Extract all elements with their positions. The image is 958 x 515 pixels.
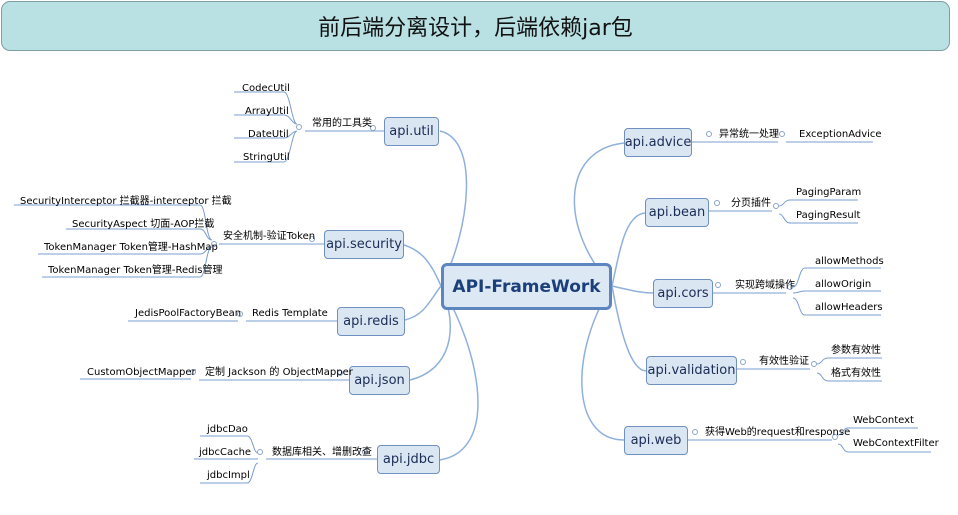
branch-label-util: 常用的工具类 bbox=[312, 118, 372, 129]
toggle-json-children[interactable] bbox=[190, 369, 196, 375]
toggle-util-children[interactable] bbox=[296, 124, 302, 130]
leaf-tokenmanager-hashmap: TokenManager Token管理-HashMap bbox=[44, 242, 218, 253]
node-api-validation[interactable]: api.validation bbox=[646, 356, 737, 385]
toggle-redis-children[interactable] bbox=[237, 311, 243, 317]
branch-label-jdbc: 数据库相关、增删改查 bbox=[272, 447, 372, 458]
leaf-codecutil: CodecUtil bbox=[242, 83, 290, 94]
leaf-stringutil: StringUtil bbox=[243, 152, 290, 163]
leaf-jedispoolfactorybean: JedisPoolFactoryBean bbox=[135, 308, 242, 319]
branch-label-json: 定制 Jackson 的 ObjectMapper bbox=[205, 367, 353, 378]
leaf-securityinterceptor: SecurityInterceptor 拦截器-interceptor 拦截 bbox=[20, 196, 232, 207]
leaf-jdbcimpl: jdbcImpl bbox=[207, 470, 250, 481]
branch-label-validation: 有效性验证 bbox=[759, 356, 809, 367]
toggle-advice-children[interactable] bbox=[779, 131, 785, 137]
branch-label-cors: 实现跨域操作 bbox=[735, 280, 795, 291]
branch-label-security: 安全机制-验证Token bbox=[223, 231, 316, 242]
toggle-bean-node[interactable] bbox=[714, 200, 720, 206]
leaf-jdbccache: jdbcCache bbox=[199, 447, 252, 458]
leaf-arrayutil: ArrayUtil bbox=[245, 106, 289, 117]
connector-api-web bbox=[581, 285, 625, 441]
connector-api-redis bbox=[404, 285, 442, 321]
toggle-jdbc-children[interactable] bbox=[257, 449, 263, 455]
toggle-cors-children[interactable] bbox=[787, 284, 793, 290]
branch-label-redis: Redis Template bbox=[252, 308, 328, 319]
leaf-webcontextfilter: WebContextFilter bbox=[853, 438, 939, 449]
leaf-jdbcdao: jdbcDao bbox=[207, 424, 248, 435]
connector-api-security bbox=[403, 244, 442, 287]
connector-api-jdbc bbox=[439, 285, 479, 461]
leaf-tokenmanager-redis: TokenManager Token管理-Redis管理 bbox=[48, 265, 223, 276]
leaf-pagingparam: PagingParam bbox=[796, 187, 862, 198]
leaf-customobjectmapper: CustomObjectMapper bbox=[87, 367, 196, 378]
toggle-web-node[interactable] bbox=[692, 429, 698, 435]
toggle-jdbc-node[interactable] bbox=[362, 449, 368, 455]
central-node[interactable]: API-FrameWork bbox=[441, 263, 612, 310]
toggle-validation-children[interactable] bbox=[811, 361, 817, 367]
node-api-jdbc[interactable]: api.jdbc bbox=[377, 445, 440, 474]
node-api-security[interactable]: api.security bbox=[324, 230, 404, 259]
title-banner: 前后端分离设计，后端依赖jar包 bbox=[1, 1, 950, 51]
node-api-json[interactable]: api.json bbox=[349, 366, 410, 395]
toggle-json-node[interactable] bbox=[337, 370, 343, 376]
leaf-pagingresult: PagingResult bbox=[796, 210, 861, 221]
leaf-allowmethods: allowMethods bbox=[815, 256, 884, 267]
toggle-validation-node[interactable] bbox=[740, 359, 746, 365]
branch-label-advice: 异常统一处理 bbox=[719, 129, 779, 140]
node-api-advice[interactable]: api.advice bbox=[624, 128, 692, 157]
toggle-advice-node[interactable] bbox=[706, 131, 712, 137]
page-title: 前后端分离设计，后端依赖jar包 bbox=[318, 16, 633, 41]
connector-api-bean bbox=[611, 212, 646, 287]
connector-api-cors bbox=[611, 285, 654, 294]
leaf-allowheaders: allowHeaders bbox=[815, 302, 883, 313]
connector-api-validation bbox=[611, 285, 647, 372]
branch-label-web: 获得Web的request和response bbox=[705, 427, 851, 438]
leaf-exceptionadvice: ExceptionAdvice bbox=[799, 129, 882, 140]
node-api-bean[interactable]: api.bean bbox=[645, 198, 709, 227]
leaf-webcontext: WebContext bbox=[853, 415, 914, 426]
toggle-security-children[interactable] bbox=[211, 241, 217, 247]
leaf-param-validity: 参数有效性 bbox=[831, 345, 881, 356]
leaf-securityaspect: SecurityAspect 切面-AOP拦截 bbox=[72, 219, 215, 230]
toggle-security-node[interactable] bbox=[309, 236, 315, 242]
toggle-cors-node[interactable] bbox=[715, 282, 721, 288]
leaf-format-validity: 格式有效性 bbox=[831, 368, 881, 379]
toggle-util-node[interactable] bbox=[370, 125, 376, 131]
branch-label-bean: 分页插件 bbox=[731, 198, 771, 209]
node-api-web[interactable]: api.web bbox=[624, 426, 688, 455]
node-api-util[interactable]: api.util bbox=[384, 117, 439, 146]
toggle-bean-children[interactable] bbox=[773, 203, 779, 209]
leaf-alloworigin: allowOrigin bbox=[815, 279, 872, 290]
toggle-web-children[interactable] bbox=[832, 434, 838, 440]
node-api-redis[interactable]: api.redis bbox=[337, 307, 405, 336]
node-api-cors[interactable]: api.cors bbox=[653, 279, 713, 308]
leaf-dateutil: DateUtil bbox=[248, 129, 289, 140]
